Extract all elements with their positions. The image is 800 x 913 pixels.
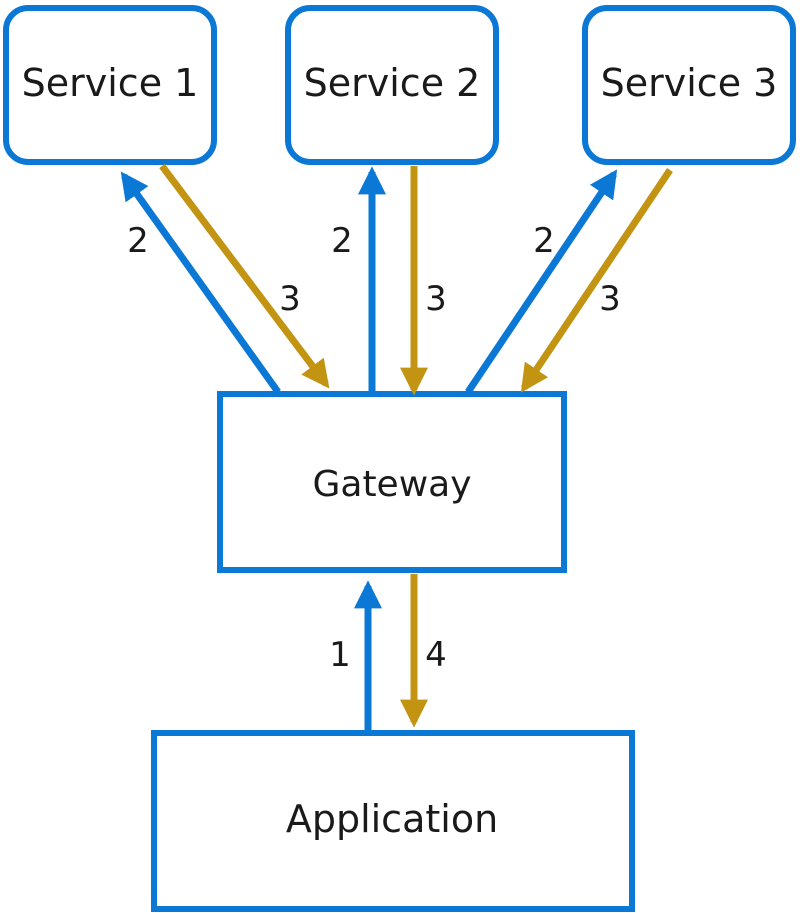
- service-2-box: [285, 5, 499, 165]
- service-2-label: Service 2: [304, 61, 481, 105]
- application-label: Application: [286, 797, 498, 841]
- gateway-box: [217, 391, 567, 573]
- step-label-app-to-gateway: 1: [329, 635, 351, 675]
- step-label-service-3-to-gateway: 3: [599, 279, 621, 319]
- service-3-label: Service 3: [601, 61, 778, 105]
- arrow-service-3-to-gateway: [520, 168, 673, 393]
- step-label-gateway-to-service-1: 2: [127, 221, 149, 261]
- arrow-service-1-to-gateway: [159, 163, 330, 389]
- arrow-gateway-to-service-3: [465, 169, 618, 394]
- step-label-service-1-to-gateway: 3: [279, 279, 301, 319]
- step-label-gateway-to-service-2: 2: [331, 221, 353, 261]
- arrow-gateway-to-service-1: [120, 171, 281, 395]
- application-box: [151, 730, 635, 912]
- gateway-label: Gateway: [312, 464, 471, 505]
- step-label-gateway-to-app: 4: [425, 635, 447, 675]
- service-3-box: [582, 5, 796, 165]
- service-1-label: Service 1: [22, 61, 199, 105]
- service-1-box: [3, 5, 217, 165]
- service-3-node: Service 3: [582, 5, 796, 165]
- service-2-node: Service 2: [285, 5, 499, 165]
- step-label-service-2-to-gateway: 3: [425, 279, 447, 319]
- application-node: Application: [151, 730, 635, 912]
- gateway-node: Gateway: [217, 391, 567, 573]
- service-1-node: Service 1: [3, 5, 217, 165]
- step-label-gateway-to-service-3: 2: [533, 221, 555, 261]
